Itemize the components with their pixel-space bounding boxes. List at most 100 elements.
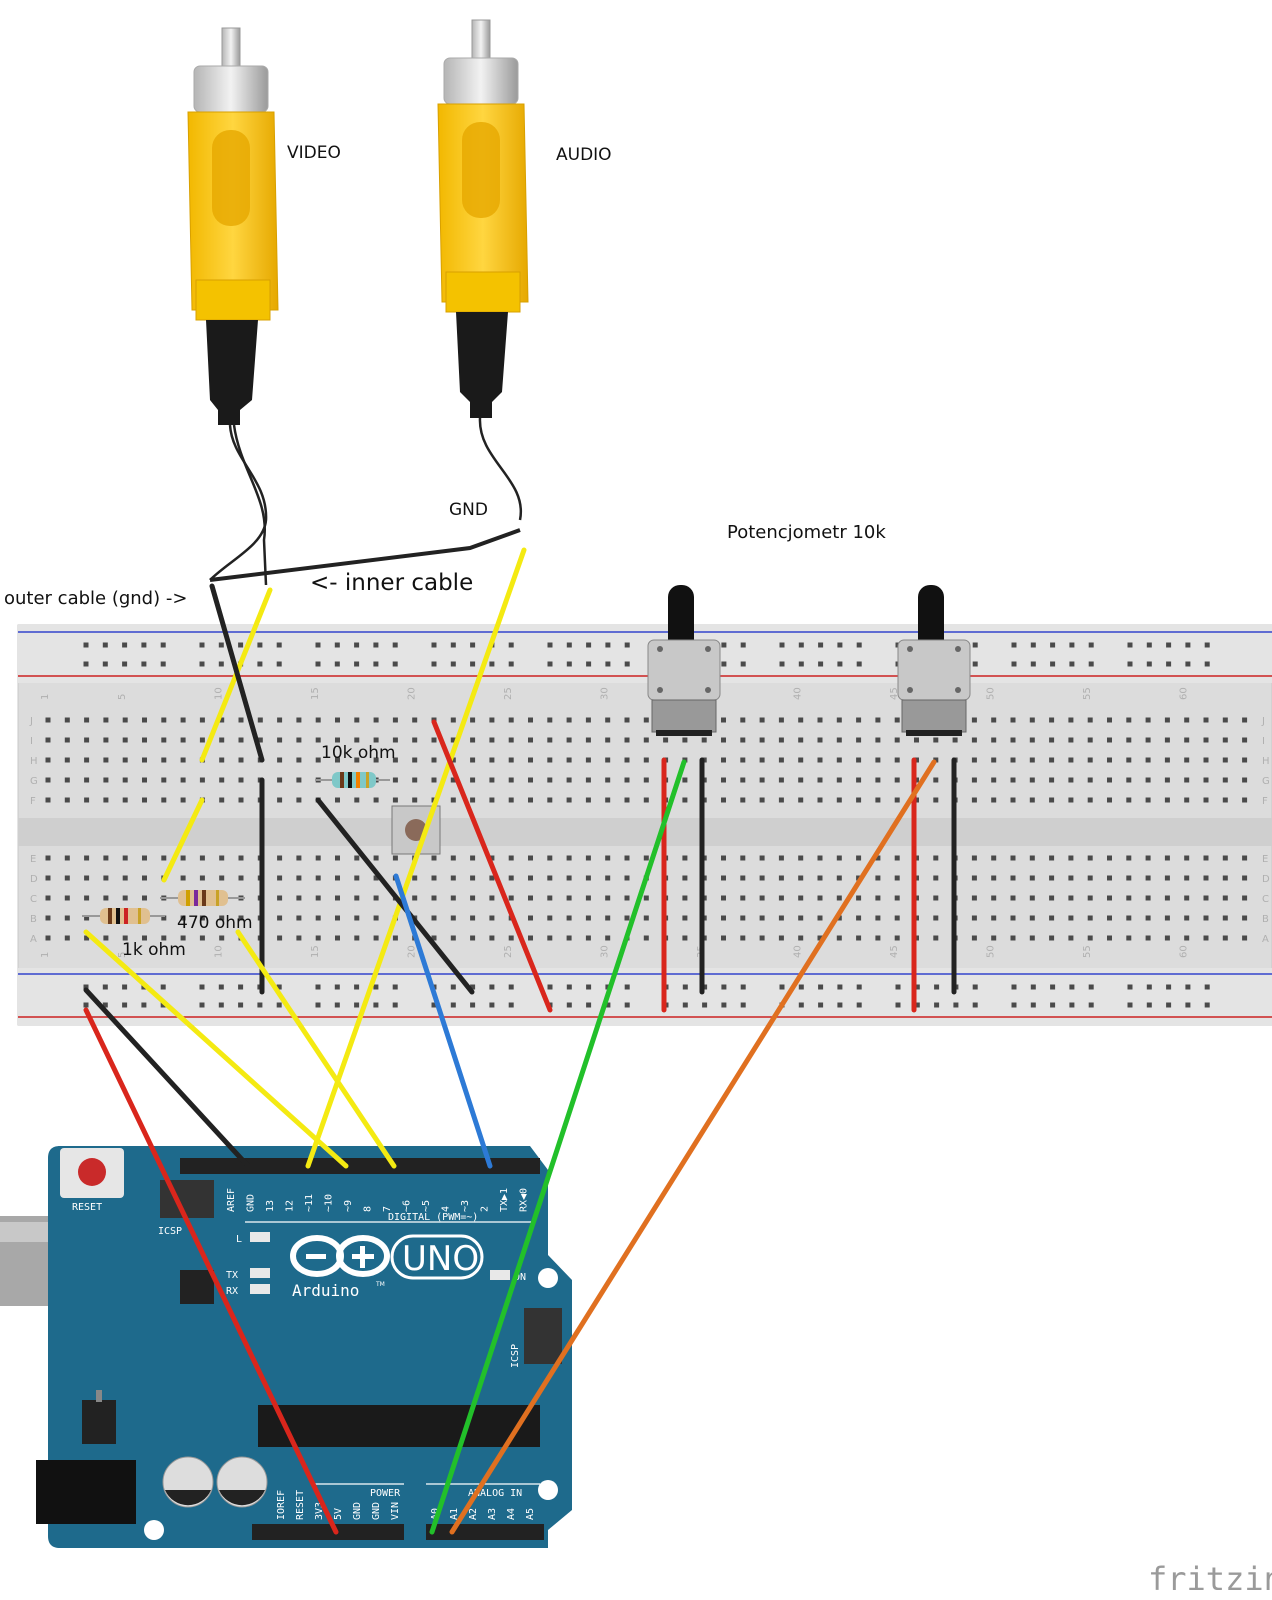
- rail-hole: [238, 642, 244, 648]
- breadboard-hole: [296, 855, 302, 861]
- breadboard-hole: [1145, 935, 1151, 941]
- rail-hole: [141, 1002, 147, 1008]
- breadboard-hole: [219, 757, 225, 763]
- breadboard-hole: [45, 935, 51, 941]
- breadboard-hole: [412, 757, 418, 763]
- breadboard-hole: [122, 797, 128, 803]
- breadboard-hole: [1164, 915, 1170, 921]
- breadboard-hole: [1010, 935, 1016, 941]
- breadboard-hole: [161, 855, 167, 861]
- rail-hole: [837, 1002, 843, 1008]
- rail-hole: [508, 984, 514, 990]
- breadboard-hole: [142, 737, 147, 743]
- breadboard-hole: [643, 737, 649, 743]
- breadboard-hole: [1087, 737, 1093, 743]
- breadboard-hole: [1184, 855, 1190, 861]
- rail-hole: [218, 661, 224, 667]
- breadboard-hole: [296, 875, 302, 881]
- breadboard-hole: [335, 855, 340, 861]
- breadboard-hole: [219, 915, 225, 921]
- breadboard-hole: [1068, 855, 1074, 861]
- breadboard-hole: [122, 855, 128, 861]
- breadboard-hole: [412, 777, 418, 783]
- breadboard-hole: [663, 737, 669, 743]
- led-tx-label: TX: [226, 1270, 238, 1281]
- rail-hole: [102, 984, 108, 990]
- breadboard-hole: [238, 855, 244, 861]
- power-pin-label: VIN: [390, 1502, 401, 1520]
- row-letter: C: [30, 894, 37, 905]
- breadboard-hole: [971, 737, 977, 743]
- rail-hole: [721, 984, 727, 990]
- breadboard-hole: [759, 875, 765, 881]
- rail-hole: [682, 1002, 688, 1008]
- digital-pin-label: 2: [480, 1206, 491, 1212]
- breadboard-hole: [373, 737, 379, 743]
- breadboard-hole: [836, 757, 842, 763]
- breadboard-hole: [1068, 797, 1074, 803]
- rail-hole: [1166, 642, 1172, 648]
- breadboard-hole: [489, 797, 495, 803]
- rail-hole: [373, 1002, 379, 1008]
- breadboard-hole: [1145, 915, 1151, 921]
- breadboard-hole: [682, 895, 688, 901]
- digital-pin-label: 12: [285, 1200, 296, 1212]
- breadboard-hole: [856, 855, 862, 861]
- breadboard-hole: [798, 797, 804, 803]
- reset-label: RESET: [72, 1202, 102, 1213]
- breadboard-hole: [84, 737, 90, 743]
- breadboard-hole: [373, 717, 379, 723]
- breadboard-hole: [1222, 935, 1228, 941]
- rail-hole: [624, 1002, 630, 1008]
- row-letter: F: [1262, 796, 1268, 807]
- breadboard-hole: [1049, 737, 1055, 743]
- breadboard-hole: [643, 777, 649, 783]
- breadboard-hole: [412, 737, 418, 743]
- rail-hole: [1127, 1002, 1133, 1008]
- rail-hole: [1146, 1002, 1152, 1008]
- breadboard-hole: [856, 757, 862, 763]
- breadboard-hole: [45, 777, 51, 783]
- breadboard-hole: [759, 915, 765, 921]
- rail-hole: [1166, 661, 1172, 667]
- rail-hole: [914, 1002, 920, 1008]
- breadboard-hole: [470, 717, 476, 723]
- rail-hole: [354, 661, 360, 667]
- breadboard-hole: [778, 757, 784, 763]
- rail-hole: [934, 1002, 940, 1008]
- rail-hole: [431, 1002, 437, 1008]
- breadboard-hole: [1242, 757, 1248, 763]
- wire-red-button: [431, 719, 553, 1013]
- breadboard-hole: [1164, 875, 1170, 881]
- breadboard-hole: [1184, 757, 1190, 763]
- breadboard-hole: [1164, 757, 1170, 763]
- column-number: 40: [793, 687, 804, 700]
- breadboard-hole: [778, 855, 784, 861]
- breadboard-hole: [778, 935, 784, 941]
- breadboard-hole: [836, 875, 842, 881]
- rail-hole: [566, 984, 572, 990]
- breadboard-hole: [894, 737, 900, 743]
- breadboard-hole: [528, 895, 533, 901]
- breadboard-hole: [1107, 777, 1112, 783]
- breadboard-hole: [450, 855, 456, 861]
- rail-hole: [1185, 1002, 1191, 1008]
- breadboard-hole: [991, 875, 997, 881]
- rail-hole: [141, 661, 147, 667]
- breadboard-hole: [489, 737, 495, 743]
- rail-hole: [1050, 1002, 1056, 1008]
- rail-hole: [315, 984, 321, 990]
- rail-hole: [160, 661, 166, 667]
- breadboard-hole: [1184, 797, 1190, 803]
- breadboard-hole: [315, 895, 321, 901]
- breadboard-hole: [84, 935, 90, 941]
- breadboard-hole: [1145, 777, 1151, 783]
- breadboard-hole: [354, 737, 360, 743]
- rail-hole: [586, 1002, 592, 1008]
- power-pin-label: RESET: [295, 1490, 306, 1520]
- rail-hole: [972, 1002, 978, 1008]
- breadboard-hole: [798, 757, 804, 763]
- breadboard-hole: [894, 935, 900, 941]
- breadboard-hole: [566, 777, 572, 783]
- breadboard-hole: [257, 717, 263, 723]
